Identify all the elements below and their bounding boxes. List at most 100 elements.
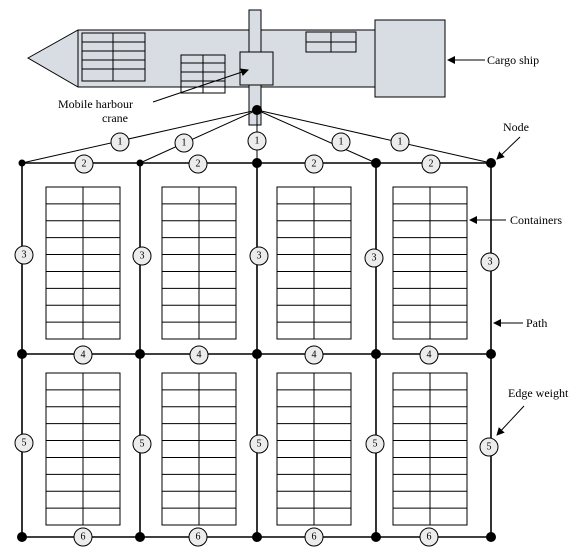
svg-text:6: 6 (427, 532, 432, 543)
edge-weight-1: 1 (247, 131, 267, 151)
container-block (276, 186, 352, 340)
node (371, 349, 381, 359)
edge-weight-arrow (496, 405, 525, 436)
edge-weight-2: 2 (304, 154, 324, 174)
svg-text:5: 5 (22, 438, 27, 449)
node (252, 349, 262, 359)
svg-text:2: 2 (82, 159, 87, 170)
svg-text:4: 4 (81, 350, 86, 361)
node (371, 158, 381, 168)
svg-text:3: 3 (488, 257, 493, 268)
edge-weights: 1 1 1 1 1 2 2 2 2 3 3 3 3 3 4 4 4 4 5 5 … (14, 131, 500, 547)
container-block (276, 372, 352, 526)
container-block (161, 372, 237, 526)
node (486, 158, 496, 168)
node (486, 532, 496, 542)
container-yard (45, 186, 468, 526)
svg-text:3: 3 (257, 251, 262, 262)
ship-hull (26, 29, 376, 88)
node (17, 349, 27, 359)
edge-weight-3: 3 (364, 248, 384, 268)
callouts: Cargo ship Mobile harbour crane Node Con… (58, 53, 569, 436)
edge-weight-6: 6 (419, 527, 439, 547)
svg-text:5: 5 (257, 439, 262, 450)
svg-text:6: 6 (196, 532, 201, 543)
edge-weight-4: 4 (73, 345, 93, 365)
node (135, 349, 145, 359)
svg-text:2: 2 (196, 159, 201, 170)
crane-cab (239, 51, 274, 86)
svg-text:4: 4 (427, 350, 432, 361)
edge-weight-4: 4 (419, 345, 439, 365)
cargo-ship (26, 19, 446, 98)
edge-weight-3: 3 (249, 246, 269, 266)
crane-label-line1: Mobile harbour (58, 97, 133, 111)
svg-text:5: 5 (140, 439, 145, 450)
svg-text:1: 1 (255, 136, 260, 147)
svg-text:5: 5 (487, 442, 492, 453)
crane-link-e (256, 109, 492, 164)
svg-text:1: 1 (339, 137, 344, 148)
crane-arrow (152, 68, 249, 103)
container-block (161, 186, 237, 340)
edge-weight-3: 3 (14, 245, 34, 265)
node-label: Node (503, 120, 529, 134)
node (136, 159, 144, 167)
container-block (45, 186, 121, 340)
edge-weight-5: 5 (249, 434, 269, 454)
edge-weight-2: 2 (421, 154, 441, 174)
crane-label-line2: crane (102, 111, 128, 125)
svg-text:4: 4 (197, 350, 202, 361)
edge-weight-2: 2 (74, 154, 94, 174)
node (371, 532, 381, 542)
container-block (392, 372, 468, 526)
nodes (17, 105, 496, 542)
cargo-ship-label: Cargo ship (487, 53, 539, 67)
svg-text:2: 2 (429, 159, 434, 170)
svg-text:6: 6 (81, 532, 86, 543)
edge-weight-4: 4 (304, 345, 324, 365)
edge-weight-6: 6 (73, 527, 93, 547)
svg-text:3: 3 (372, 253, 377, 264)
edge-weight-label: Edge weight (508, 386, 569, 400)
ship-stern-block (374, 19, 446, 98)
edge-weight-4: 4 (189, 345, 209, 365)
edge-weight-1: 1 (110, 132, 130, 152)
svg-text:1: 1 (398, 137, 403, 148)
svg-text:5: 5 (373, 439, 378, 450)
edge-weight-3: 3 (480, 252, 500, 272)
ship-container-stack-3 (305, 31, 357, 53)
edge-weight-5: 5 (365, 434, 385, 454)
edge-weight-5: 5 (132, 434, 152, 454)
node (486, 349, 496, 359)
edge-weight-1: 1 (390, 132, 410, 152)
node (135, 532, 145, 542)
svg-text:4: 4 (312, 350, 317, 361)
edge-weight-6: 6 (188, 527, 208, 547)
crane-link-d (256, 109, 377, 164)
mobile-harbour-crane (239, 9, 274, 126)
ship-container-stack-2 (180, 54, 226, 94)
node-arrow (496, 136, 521, 160)
edge-weight-1: 1 (174, 133, 194, 153)
node (18, 159, 26, 167)
svg-text:6: 6 (312, 532, 317, 543)
node (252, 158, 262, 168)
svg-text:2: 2 (312, 159, 317, 170)
node (17, 532, 27, 542)
node (252, 532, 262, 542)
containers-label: Containers (510, 213, 562, 227)
container-block (45, 372, 121, 526)
svg-text:1: 1 (182, 138, 187, 149)
edge-weight-2: 2 (188, 154, 208, 174)
svg-text:3: 3 (22, 250, 27, 261)
node-crane (252, 105, 262, 115)
crane-link-b (139, 109, 258, 164)
svg-text:1: 1 (118, 137, 123, 148)
edge-weight-1: 1 (331, 132, 351, 152)
ship-container-stack-1 (81, 32, 146, 82)
crane-link-a (21, 109, 258, 164)
path-label: Path (526, 316, 547, 330)
edge-weight-3: 3 (132, 246, 152, 266)
